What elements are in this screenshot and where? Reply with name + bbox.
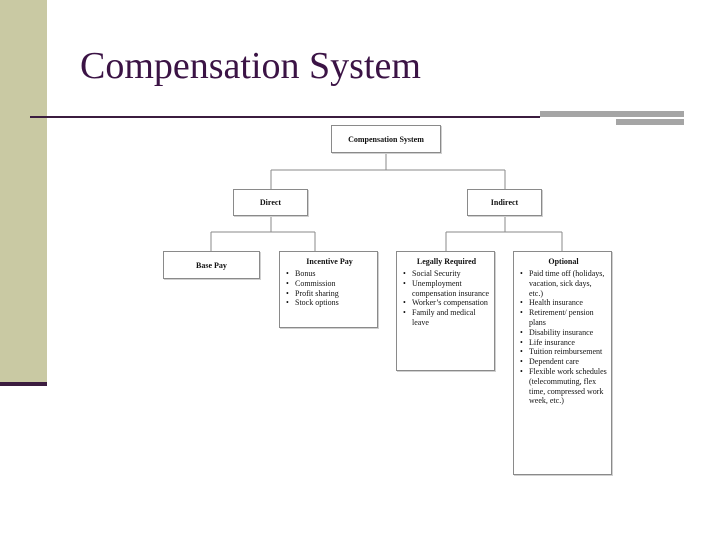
list-item: Social Security [403, 269, 490, 279]
node-base-pay: Base Pay [163, 251, 260, 279]
node-indirect: Indirect [467, 189, 542, 216]
list-item: Health insurance [520, 298, 607, 308]
list-item: Worker’s compensation [403, 298, 490, 308]
title-rule [30, 116, 540, 118]
node-label: Optional [548, 257, 579, 266]
list-item: Profit sharing [286, 289, 373, 299]
node-legally-required: Legally Required Social Security Unemplo… [396, 251, 495, 371]
title-accent-bar-bottom [616, 119, 684, 125]
node-label: Incentive Pay [306, 257, 353, 266]
node-label: Direct [259, 198, 282, 207]
node-optional: Optional Paid time off (holidays, vacati… [513, 251, 612, 475]
list-item: Family and medical leave [403, 308, 490, 328]
sidebar-band [0, 0, 47, 382]
list-item: Disability insurance [520, 328, 607, 338]
sidebar-rule [0, 382, 47, 386]
optional-list: Paid time off (holidays, vacation, sick … [520, 269, 607, 406]
node-label: Indirect [490, 198, 519, 207]
node-incentive-pay: Incentive Pay Bonus Commission Profit sh… [279, 251, 378, 328]
node-label: Base Pay [196, 260, 227, 270]
slide-title: Compensation System [80, 45, 421, 87]
node-label: Legally Required [416, 257, 477, 266]
title-accent-bar-top [540, 111, 684, 117]
list-item: Stock options [286, 298, 373, 308]
list-item: Life insurance [520, 338, 607, 348]
list-item: Bonus [286, 269, 373, 279]
list-item: Flexible work schedules (telecommuting, … [520, 367, 607, 406]
list-item: Dependent care [520, 357, 607, 367]
connector-lines [210, 153, 563, 251]
node-direct: Direct [233, 189, 308, 216]
legally-required-list: Social Security Unemployment compensatio… [403, 269, 490, 328]
incentive-pay-list: Bonus Commission Profit sharing Stock op… [286, 269, 373, 308]
node-label: Compensation System [348, 134, 424, 144]
list-item: Commission [286, 279, 373, 289]
node-compensation-system: Compensation System [331, 125, 441, 153]
list-item: Unemployment compensation insurance [403, 279, 490, 299]
org-chart: Compensation System Direct Indirect Base… [163, 120, 613, 476]
list-item: Retirement/ pension plans [520, 308, 607, 328]
list-item: Paid time off (holidays, vacation, sick … [520, 269, 607, 298]
list-item: Tuition reimbursement [520, 347, 607, 357]
